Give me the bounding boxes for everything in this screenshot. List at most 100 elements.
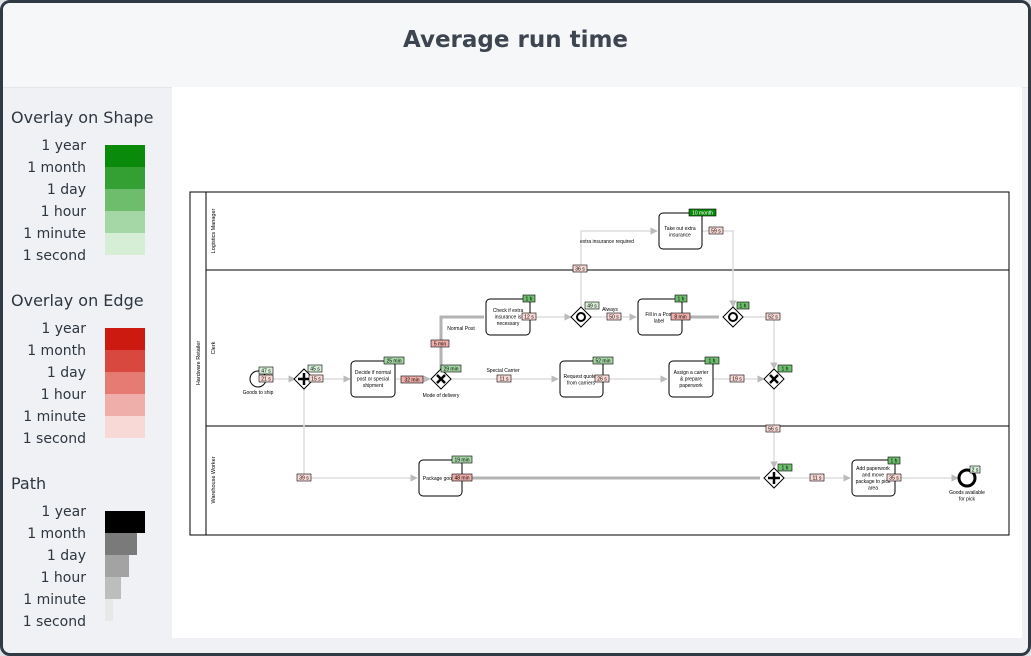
edge-overlay-text: 15 s bbox=[311, 377, 321, 383]
edge-overlay bbox=[765, 424, 781, 433]
edge-label-always: Always bbox=[602, 307, 618, 313]
shape-overlay bbox=[258, 366, 274, 375]
gateway-mode-label: Mode of delivery bbox=[423, 393, 460, 399]
edge-overlay-text: 35 s bbox=[889, 476, 899, 482]
edge-overlay bbox=[606, 312, 622, 321]
exclusive-join-gateway[interactable] bbox=[763, 368, 785, 390]
legend-path-label: 1 second bbox=[22, 614, 86, 630]
flow-edge bbox=[743, 316, 778, 370]
bpmn-diagram: Hardware Retailer Logistics Manager Cler… bbox=[189, 191, 1010, 536]
edge-overlay-text: 5 min bbox=[434, 342, 446, 348]
legend-shape-label: 1 day bbox=[46, 182, 86, 198]
legend-shape-swatch bbox=[105, 167, 145, 189]
legend-shape-swatch bbox=[105, 189, 145, 211]
legend-edge-label: 1 year bbox=[41, 321, 86, 337]
legend-edge-label: 1 hour bbox=[40, 387, 86, 403]
edge-overlay-text: 19 s bbox=[732, 377, 742, 383]
shape-overlay bbox=[887, 456, 901, 465]
legend-path-label: 1 hour bbox=[40, 570, 86, 586]
header: Average run time bbox=[3, 3, 1028, 88]
legend-shape-label: 1 hour bbox=[40, 204, 86, 220]
task-package-goods-label: Package goods bbox=[423, 476, 458, 482]
parallel-join-gateway[interactable] bbox=[763, 467, 785, 489]
shape-overlay-text: 10 month bbox=[692, 211, 713, 217]
legend-edge-label: 1 month bbox=[27, 343, 86, 359]
edge-label-normal-post: Normal Post bbox=[447, 326, 475, 332]
legend-shape-swatch bbox=[105, 211, 145, 233]
legend-path-heading: Path bbox=[11, 474, 47, 493]
end-event[interactable] bbox=[957, 468, 977, 488]
path-edge-normal-post bbox=[439, 315, 484, 369]
shape-overlay bbox=[522, 294, 536, 303]
edge-overlay bbox=[594, 374, 610, 383]
shape-overlay bbox=[777, 364, 793, 373]
legend-edge-swatch bbox=[105, 394, 145, 416]
shape-overlay bbox=[688, 208, 717, 217]
edge-overlay bbox=[765, 312, 781, 321]
edge-label-insurance-required: extra insurance required bbox=[580, 239, 634, 245]
pool-label: Hardware Retailer bbox=[196, 341, 202, 385]
shape-overlay bbox=[440, 364, 462, 373]
shape-overlay bbox=[736, 301, 750, 310]
inclusive-split-gateway[interactable] bbox=[570, 306, 592, 328]
edge-overlay bbox=[670, 312, 691, 321]
legend-shape-label: 1 second bbox=[22, 248, 86, 264]
legend-path-label: 1 minute bbox=[23, 592, 86, 608]
shape-overlay bbox=[451, 455, 473, 464]
edge-overlay bbox=[496, 374, 512, 383]
legend-edge-swatch bbox=[105, 350, 145, 372]
shape-overlay-text: 1 h bbox=[782, 367, 789, 373]
legend-edge-label: 1 second bbox=[22, 431, 86, 447]
start-event-label: Goods to ship bbox=[243, 390, 274, 396]
inclusive-join-gateway[interactable] bbox=[722, 306, 744, 328]
shape-overlay bbox=[777, 463, 793, 472]
shape-overlay bbox=[383, 356, 405, 365]
edge-overlay-text: 52 s bbox=[768, 315, 778, 321]
edge-overlay-text: 36 s bbox=[575, 267, 585, 273]
shape-overlay bbox=[307, 364, 323, 373]
shape-overlay bbox=[969, 465, 981, 474]
legend-shape-label: 1 year bbox=[41, 138, 86, 154]
legend-path-bar bbox=[105, 511, 145, 533]
edge-overlay-text: 12 s bbox=[524, 315, 534, 321]
shape-overlay-text: 1 h bbox=[782, 466, 789, 472]
task-assign-carrier[interactable] bbox=[668, 360, 714, 398]
legend-edge-swatch bbox=[105, 328, 145, 350]
edge-overlay bbox=[521, 312, 537, 321]
pool-box bbox=[189, 191, 1010, 536]
exclusive-gateway-mode[interactable] bbox=[430, 368, 452, 390]
edge-overlay-text: 8 min bbox=[674, 315, 686, 321]
legend-edge-label: 1 day bbox=[46, 365, 86, 381]
edge-overlay-text: 11 s bbox=[499, 377, 509, 383]
legend-path-bar bbox=[105, 533, 137, 555]
shape-overlay-text: 1 h bbox=[678, 297, 685, 303]
shape-overlay-text: 1 h bbox=[891, 459, 898, 465]
edge-overlay bbox=[451, 473, 473, 482]
task-decide-shipment[interactable] bbox=[350, 360, 396, 398]
edge-overlay bbox=[308, 374, 324, 383]
task-extra-insurance[interactable] bbox=[658, 212, 703, 250]
flow-edge bbox=[702, 230, 737, 308]
edge-overlay bbox=[258, 374, 274, 383]
edge-overlay-text: 21 s bbox=[261, 377, 271, 383]
shape-overlay bbox=[674, 294, 688, 303]
shape-overlay-text: 1 h bbox=[526, 297, 533, 303]
edge-overlay bbox=[708, 226, 724, 235]
flow-edge bbox=[303, 389, 418, 482]
edge-overlay bbox=[572, 264, 588, 273]
edge-overlay bbox=[729, 374, 745, 383]
diagram-canvas[interactable]: Hardware Retailer Logistics Manager Cler… bbox=[172, 87, 1022, 638]
shape-overlay-text: 47 s bbox=[261, 369, 271, 375]
legend-path-label: 1 year bbox=[41, 504, 86, 520]
edge-overlay-text: 50 s bbox=[609, 315, 619, 321]
flow-edge bbox=[580, 227, 658, 307]
edge-overlay bbox=[886, 473, 902, 482]
